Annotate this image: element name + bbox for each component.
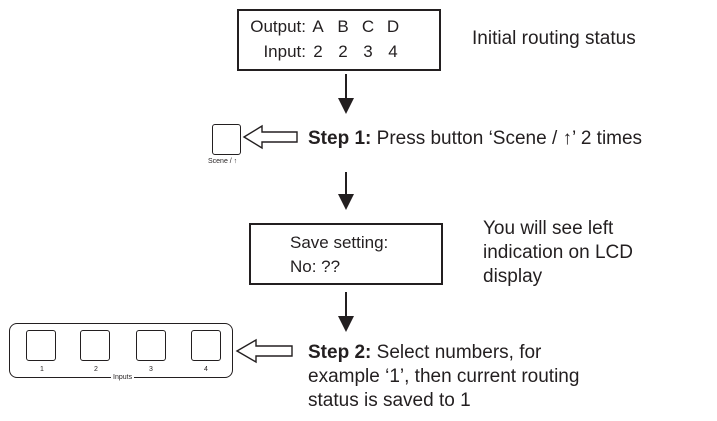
initial-status-label: Initial routing status	[472, 28, 636, 49]
lcd-display-save: Save setting: No: ??	[249, 223, 443, 285]
lcd-note-line: indication on LCD	[483, 242, 633, 263]
hollow-left-arrow-icon	[235, 338, 293, 364]
output-label: Output:	[250, 17, 306, 36]
step2-line: status is saved to 1	[308, 390, 471, 411]
input-a: 2	[313, 42, 323, 61]
output-b: B	[337, 17, 349, 36]
output-c: C	[361, 17, 375, 36]
lcd-note-line: display	[483, 266, 543, 287]
step2-label: Step 2:	[308, 342, 372, 363]
step2-instruction: Step 2: Select numbers, for example ‘1’,…	[308, 341, 579, 413]
hollow-left-arrow-icon	[242, 124, 298, 150]
down-arrow-icon	[338, 292, 354, 332]
input-number-3: 3	[149, 366, 153, 373]
input-c: 3	[363, 42, 373, 61]
step1-text: Press button ‘Scene / ↑’ 2 times	[376, 128, 643, 149]
step1-instruction: Step 1: Press button ‘Scene / ↑’ 2 times	[308, 128, 642, 150]
output-a: A	[312, 17, 324, 36]
input-number-2: 2	[94, 366, 98, 373]
input-number-1: 1	[40, 366, 44, 373]
input-button-1[interactable]	[26, 330, 56, 361]
step1-label: Step 1:	[308, 128, 372, 149]
input-button-2[interactable]	[80, 330, 110, 361]
input-d: 4	[388, 42, 398, 61]
down-arrow-icon	[338, 74, 354, 114]
down-arrow-icon	[338, 172, 354, 210]
input-button-3[interactable]	[136, 330, 166, 361]
inputs-caption: Inputs	[111, 374, 135, 381]
lcd-note: You will see left indication on LCD disp…	[483, 217, 633, 289]
scene-up-caption: Scene / ↑	[208, 158, 238, 165]
input-b: 2	[338, 42, 348, 61]
save-setting-line: Save setting:	[290, 233, 389, 252]
step2-line: example ‘1’, then current routing	[308, 366, 580, 387]
input-button-4[interactable]	[191, 330, 221, 361]
scene-up-button[interactable]	[212, 124, 241, 155]
lcd-display-initial: Output: Input: A B C D 2 2 3 4	[237, 9, 441, 71]
output-d: D	[386, 17, 400, 36]
input-number-4: 4	[204, 366, 208, 373]
step2-line: Select numbers, for	[376, 342, 542, 363]
lcd-note-line: You will see left	[483, 218, 614, 239]
input-label: Input:	[263, 42, 306, 61]
save-number-line: No: ??	[290, 257, 341, 276]
